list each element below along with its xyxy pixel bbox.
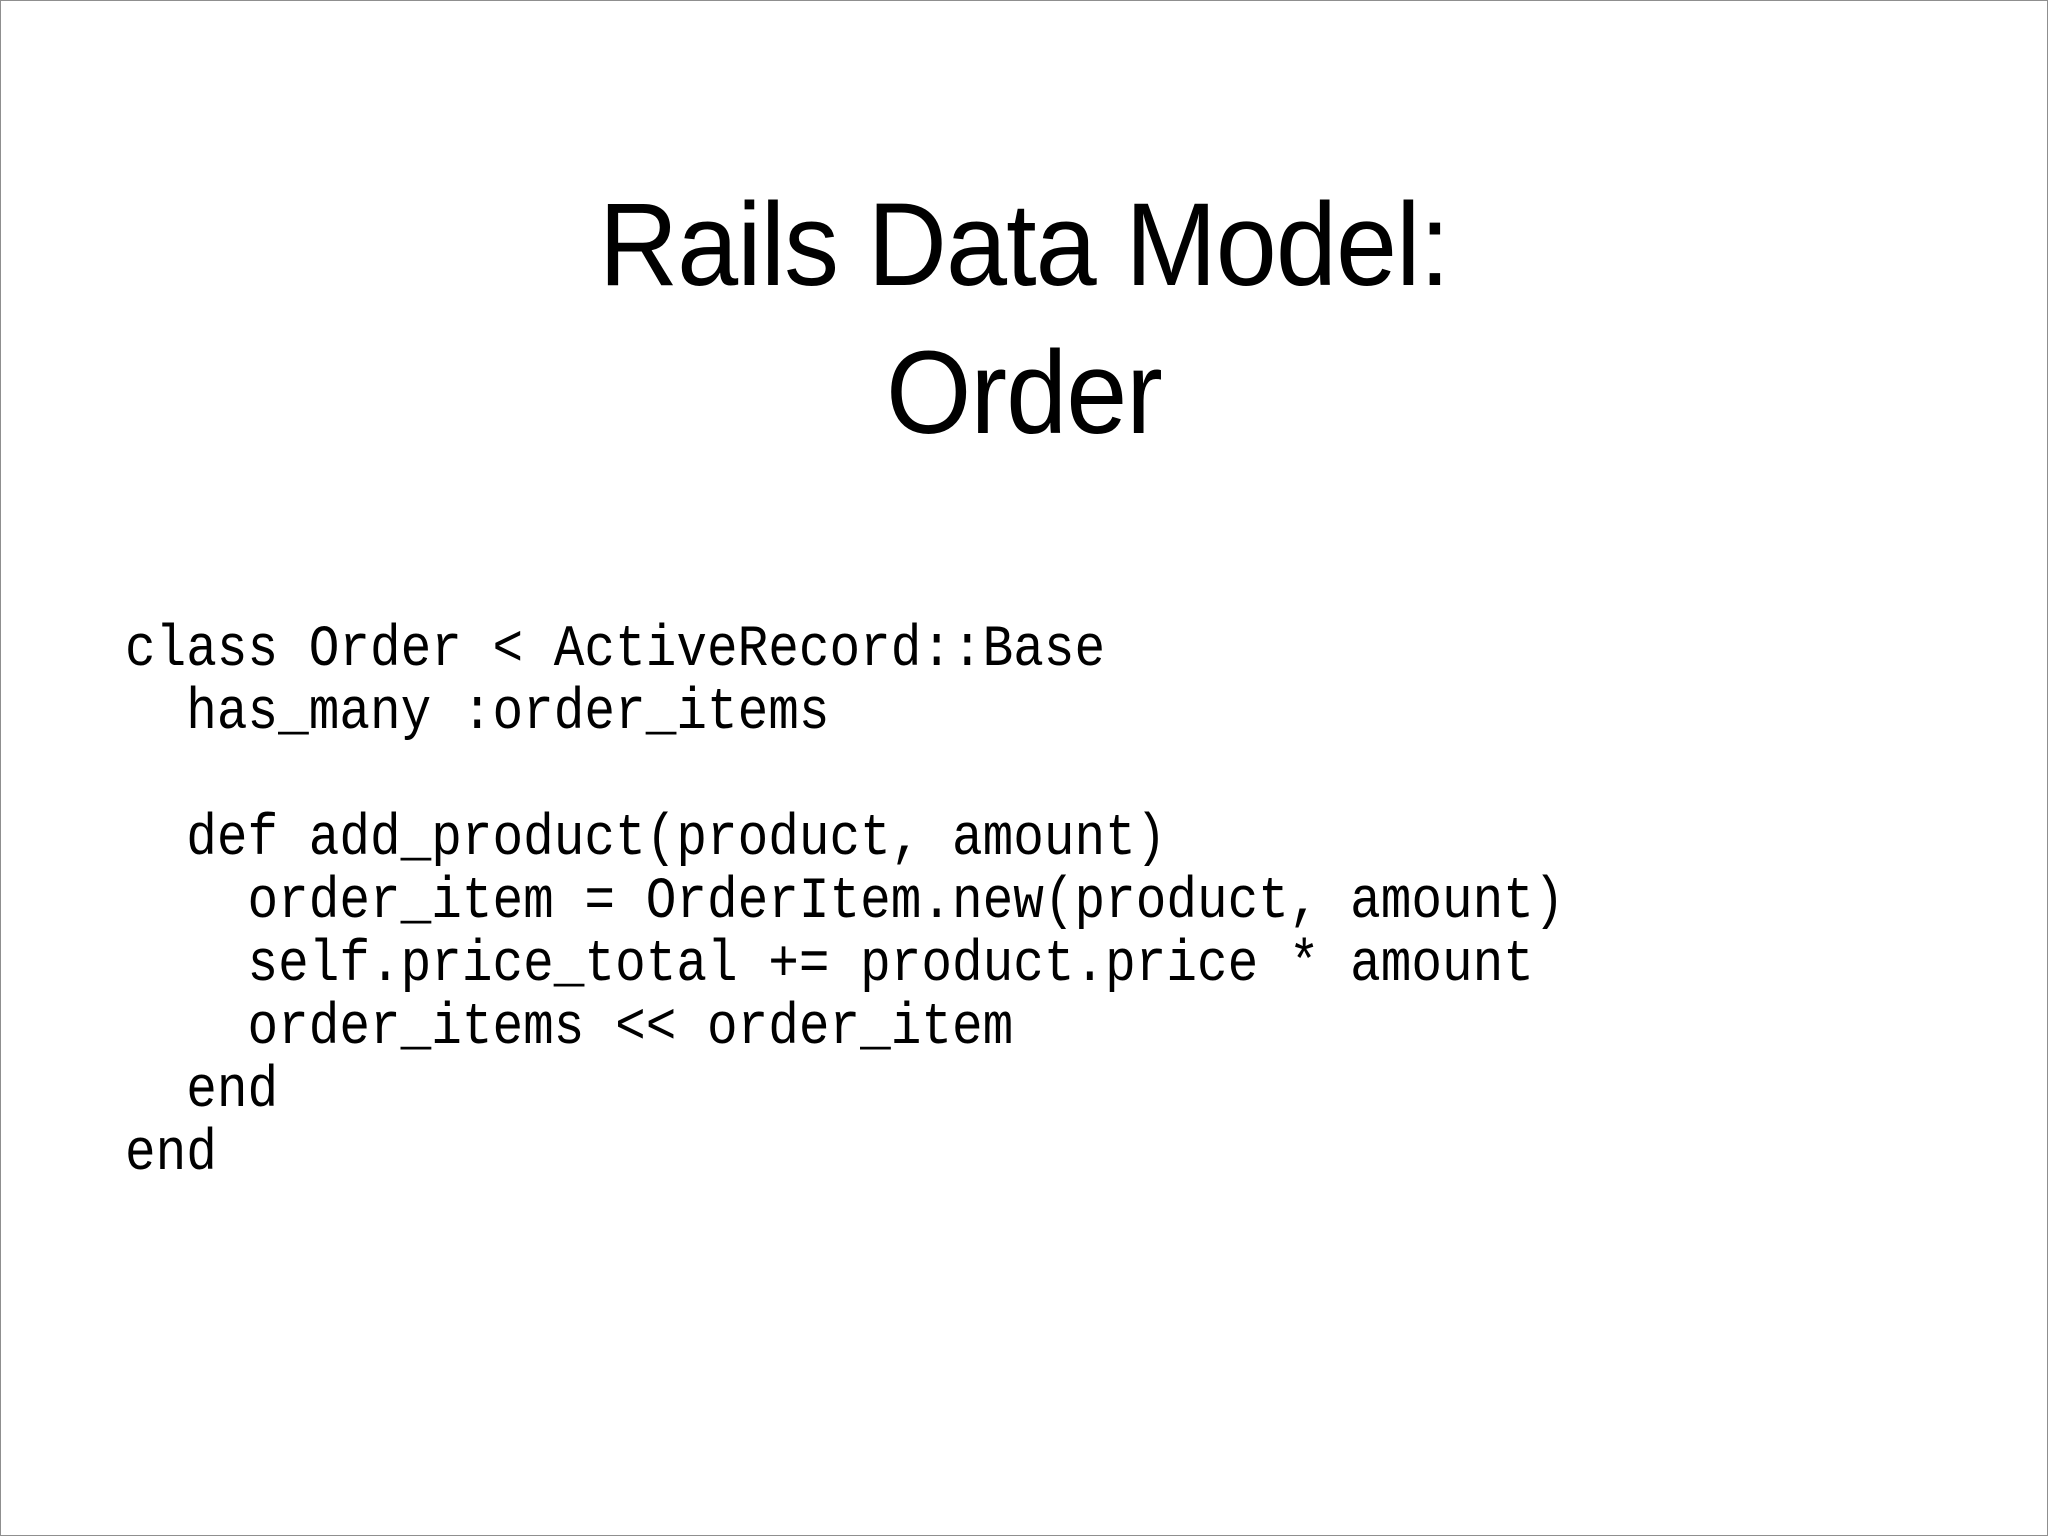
title-line-2: Order <box>886 327 1163 459</box>
code-block: class Order < ActiveRecord::Base has_man… <box>125 619 1985 1186</box>
code-line: end <box>125 1059 279 1124</box>
code-line <box>125 745 1762 808</box>
page-title: Rails Data Model: Order <box>1 171 2047 467</box>
code-line: has_many :order_items <box>125 681 830 746</box>
code-line: self.price_total += product.price * amou… <box>125 933 1534 998</box>
code-line: end <box>125 1122 217 1187</box>
code-line: order_items << order_item <box>125 996 1014 1061</box>
title-line-1: Rails Data Model: <box>598 179 1450 311</box>
code-line: class Order < ActiveRecord::Base <box>125 618 1106 683</box>
code-line: def add_product(product, amount) <box>125 807 1167 872</box>
code-line: order_item = OrderItem.new(product, amou… <box>125 870 1565 935</box>
